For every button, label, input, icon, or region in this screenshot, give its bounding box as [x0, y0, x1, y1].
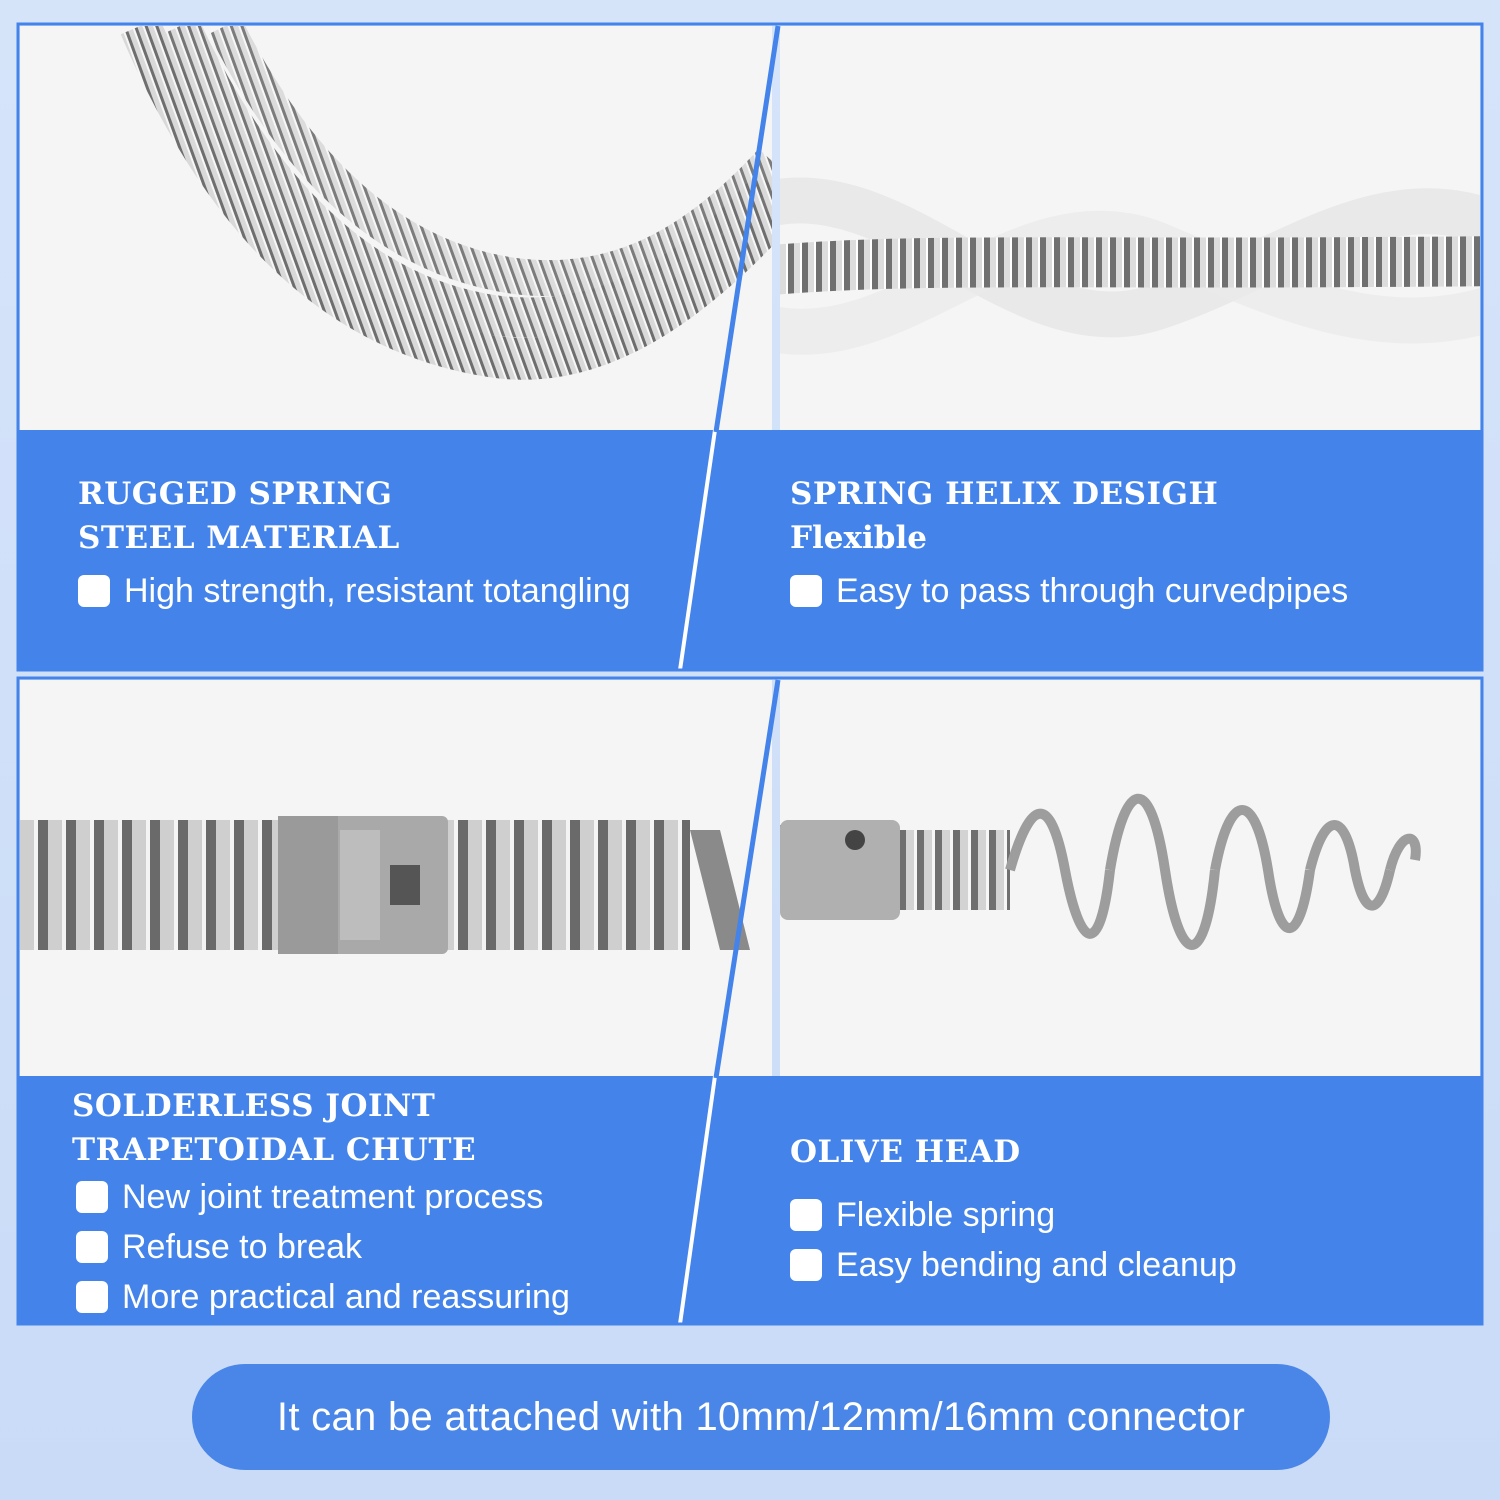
feature-bullet: High strength, resistant totangling	[78, 566, 678, 616]
feature-title-line: SPRING HELIX DESIGH	[790, 476, 1219, 512]
helix-spring-photo	[780, 26, 1480, 432]
feature-title-line: OLIVE HEAD	[790, 1134, 1021, 1170]
feature-bullet: More practical and reassuring	[76, 1272, 672, 1322]
feature-title-line: STEEL MATERIAL	[78, 520, 400, 556]
spring-coil-photo	[20, 26, 772, 432]
feature-bullet: Easy to pass through curvedpipes	[790, 566, 1470, 616]
feature-subtitle: Flexible	[790, 520, 927, 556]
feature-bullet-text: High strength, resistant totangling	[124, 572, 631, 610]
feature-bullet: Refuse to break	[76, 1222, 672, 1272]
checkbox-icon	[790, 1199, 822, 1231]
checkbox-icon	[790, 575, 822, 607]
feature-card-rugged-steel: RUGGED SPRING STEEL MATERIAL High streng…	[78, 472, 678, 616]
connector-info-text: It can be attached with 10mm/12mm/16mm c…	[276, 1394, 1246, 1439]
feature-bullet-text: Refuse to break	[122, 1228, 363, 1266]
feature-card-helix-design: SPRING HELIX DESIGH Flexible Easy to pas…	[790, 472, 1470, 616]
feature-bullet: Flexible spring	[790, 1190, 1470, 1240]
checkbox-icon	[78, 575, 110, 607]
feature-card-olive-head: OLIVE HEAD Flexible spring Easy bending …	[790, 1130, 1470, 1290]
top-feature-band	[18, 430, 1482, 670]
feature-bullet-text: Flexible spring	[836, 1196, 1056, 1234]
feature-title-line: RUGGED SPRING	[78, 476, 393, 512]
olive-head-photo	[780, 680, 1480, 1078]
checkbox-icon	[76, 1231, 108, 1263]
feature-title-line: TRAPETOIDAL CHUTE	[72, 1132, 477, 1168]
checkbox-icon	[76, 1281, 108, 1313]
feature-bullet-text: Easy bending and cleanup	[836, 1246, 1237, 1284]
bottom-feature-band	[18, 1076, 1482, 1324]
feature-bullet: Easy bending and cleanup	[790, 1240, 1470, 1290]
feature-bullet: New joint treatment process	[76, 1172, 672, 1222]
feature-bullet-text: Easy to pass through curvedpipes	[836, 572, 1349, 610]
checkbox-icon	[790, 1249, 822, 1281]
feature-bullet-text: More practical and reassuring	[122, 1278, 570, 1316]
connector-info-banner: It can be attached with 10mm/12mm/16mm c…	[192, 1364, 1330, 1470]
feature-bullet-text: New joint treatment process	[122, 1178, 544, 1216]
feature-title-line: SOLDERLESS JOINT	[72, 1088, 436, 1124]
feature-card-solderless-joint: SOLDERLESS JOINT TRAPETOIDAL CHUTE New j…	[72, 1084, 672, 1322]
solderless-joint-photo	[20, 680, 772, 1078]
checkbox-icon	[76, 1181, 108, 1213]
